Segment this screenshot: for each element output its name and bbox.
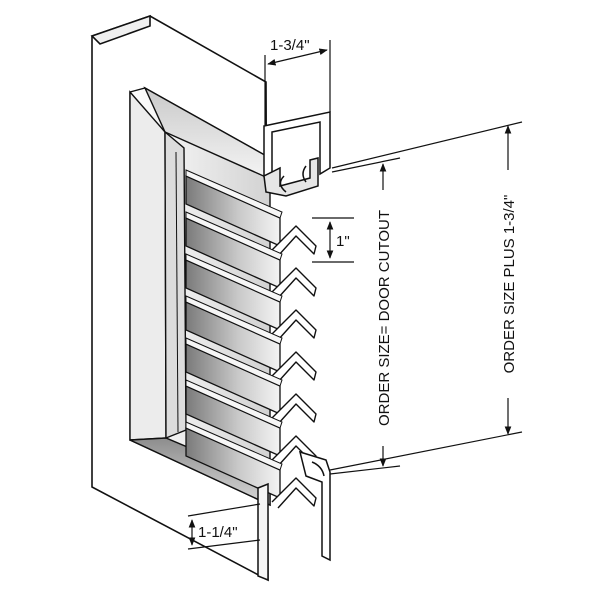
dim-louver-pitch <box>312 217 354 263</box>
louver-slat <box>185 295 317 383</box>
louver-slat <box>185 337 317 425</box>
dim-bottom-flange-label: 1-1/4" <box>198 524 238 541</box>
louver-slats <box>185 169 317 509</box>
dim-bottom-flange <box>187 503 261 550</box>
louver-slat <box>185 379 317 467</box>
louver-slat <box>185 421 317 509</box>
dim-top-depth-label: 1-3/4" <box>270 37 310 54</box>
dim-order-size-plus-label: ORDER SIZE PLUS 1-3/4" <box>501 195 518 374</box>
louver-slat <box>185 169 317 257</box>
louver-slat <box>185 253 317 341</box>
dim-top-depth <box>264 40 331 125</box>
dim-order-size-label: ORDER SIZE= DOOR CUTOUT <box>376 210 393 426</box>
top-channel <box>263 111 331 197</box>
dim-order-size <box>329 157 401 475</box>
dim-louver-pitch-label: 1" <box>336 233 350 250</box>
bottom-flange <box>257 450 331 582</box>
louver-slat <box>185 211 317 299</box>
dim-order-size-plus <box>329 121 523 471</box>
